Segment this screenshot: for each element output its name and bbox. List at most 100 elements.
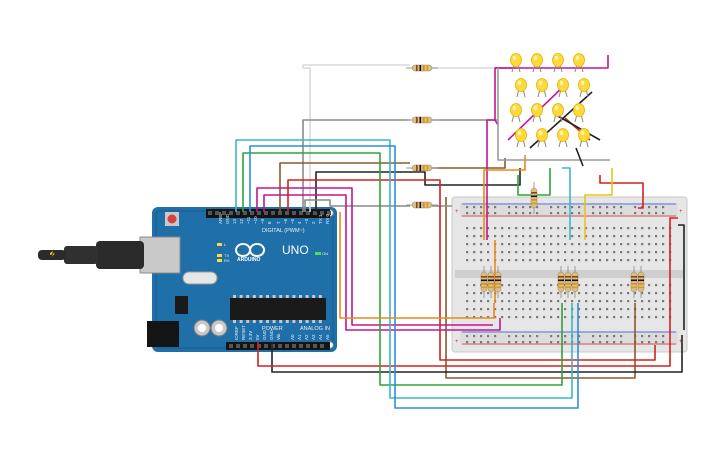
led-matrix[interactable] [510,53,590,148]
led[interactable] [578,128,590,148]
resistor-top-4[interactable] [406,201,438,209]
wire-brown-to-matrix [432,158,506,169]
wire-brown-bottom [445,197,636,379]
led[interactable] [557,128,569,148]
led[interactable] [573,53,585,73]
svg-text:3.3V: 3.3V [248,331,253,340]
wire-white [302,64,410,212]
led[interactable] [536,128,548,148]
svg-text:GND: GND [269,329,274,340]
led[interactable] [536,78,548,98]
resistor-top-2[interactable] [406,116,438,124]
wire-cyan-top [562,167,571,240]
svg-text:IOREF: IOREF [234,326,239,340]
resistor-board-left-1[interactable] [480,266,488,298]
rx-led-label: RX [224,258,230,263]
led[interactable] [557,78,569,98]
reset-button-cap[interactable] [167,214,177,224]
wire-black-vert [575,147,584,167]
wire-magenta [263,194,501,331]
svg-text:12: 12 [239,218,244,224]
rx-led [217,259,222,262]
model-name: UNO [282,243,309,257]
wire-cyan [235,139,573,399]
led[interactable] [573,103,585,123]
svg-text:A0: A0 [290,334,295,340]
led[interactable] [578,78,590,98]
atmega-chip [230,298,326,320]
wire-gray-matrix-rows [497,68,610,161]
resistor-board-mid-3[interactable] [571,266,579,298]
wire-red-5v [257,217,678,367]
wires [235,55,685,409]
svg-text:7: 7 [276,221,281,224]
led[interactable] [515,78,527,98]
led[interactable] [515,128,527,148]
resistor-board-mid-1[interactable] [557,266,565,298]
brand-name: ARDUINO [237,257,260,263]
crystal-oscillator [182,271,218,285]
wire-magenta-matrix [495,55,609,69]
resistor-board-left-2[interactable] [487,266,495,298]
wire-black-gnd [315,168,521,212]
power-pin-labels: IOREF RESET 3.3V 5V GND GND Vin A0 A1 A2… [234,325,330,340]
led[interactable] [552,53,564,73]
voltage-regulator [175,296,188,314]
svg-text:4: 4 [297,221,302,224]
led[interactable] [552,103,564,123]
wire-black-bottom [271,335,683,373]
resistor-top-1[interactable] [406,64,438,72]
resistor-board-left-3[interactable] [494,266,502,298]
led[interactable] [510,53,522,73]
svg-text:2: 2 [311,221,316,224]
usb-port[interactable] [139,236,181,274]
svg-text:Vin: Vin [276,333,281,340]
svg-text:~6: ~6 [283,218,288,224]
resistor-board-right-2[interactable] [637,266,645,298]
usb-cable[interactable] [38,241,144,269]
svg-text:AREF: AREF [218,212,223,224]
svg-text:+: + [679,209,683,215]
resistor-board-right-1[interactable] [630,266,638,298]
arduino-uno-board[interactable]: DIGITAL (PWM~) POWER ANALOG IN AREF GND … [139,207,337,352]
svg-text:A3: A3 [311,334,316,340]
dc-power-jack[interactable] [147,321,179,347]
wire-gray [302,119,410,212]
led[interactable] [531,53,543,73]
resistors [406,64,645,298]
led[interactable] [531,103,543,123]
wire-gray-2 [304,199,410,212]
wire-black-rail [678,224,685,330]
svg-text:~3: ~3 [304,218,309,224]
svg-text:8: 8 [267,221,272,224]
svg-text:~10: ~10 [253,216,258,224]
resistor-board-mid-2[interactable] [564,266,572,298]
digital-pins [208,211,331,215]
wire-orange [339,212,495,319]
wire-magenta-2 [256,187,493,326]
svg-text:5V: 5V [255,334,260,340]
on-led-label: ON [322,251,328,256]
svg-text:RX 0: RX 0 [325,213,330,224]
svg-text:A2: A2 [304,334,309,340]
wire-yellow [584,168,613,240]
led[interactable] [510,103,522,123]
tx-led-label: TX [224,253,229,258]
svg-text:A1: A1 [297,334,302,340]
power-analog-pins [229,344,324,348]
svg-text:+: + [679,339,683,345]
svg-text:A5: A5 [325,334,330,340]
svg-text:~5: ~5 [290,218,295,224]
wire-orange-top [483,155,526,240]
digital-pin-labels: AREF GND 13 12 ~11 ~10 ~9 8 7 ~6 ~5 4 ~3… [218,212,330,224]
l-led [217,243,222,246]
wire-red [287,179,656,361]
resistor-top-3[interactable] [406,164,438,172]
svg-text:GND: GND [262,329,267,340]
svg-text:~9: ~9 [260,218,265,224]
chip-legs [233,295,322,323]
wire-blue [249,145,579,409]
digital-header-label: DIGITAL (PWM~) [262,228,305,234]
resistor-board-top[interactable] [530,182,538,214]
